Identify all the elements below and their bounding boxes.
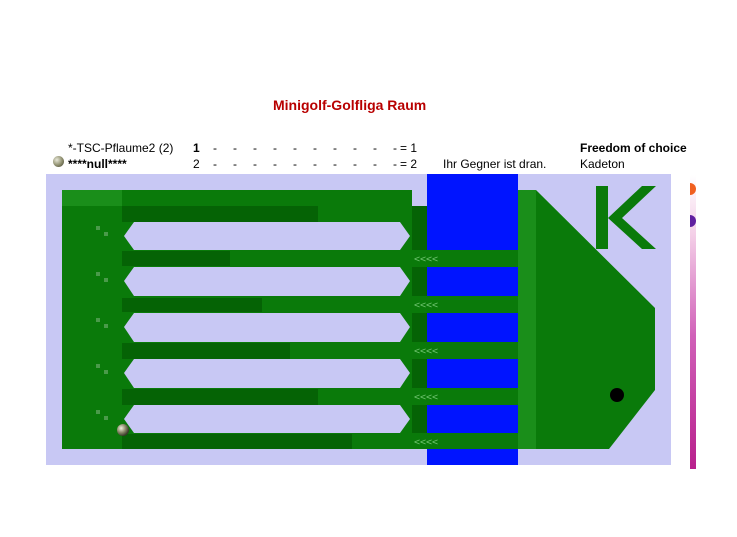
hole-score: -: [393, 157, 397, 171]
hole-score: -: [333, 157, 337, 171]
tee-marker: [104, 278, 108, 282]
side-strip: [690, 175, 696, 469]
hole-icon: [610, 388, 624, 402]
water-channel: [427, 174, 518, 465]
bridge-arrow: <<<<: [414, 254, 438, 265]
course-stripe: [122, 434, 352, 449]
tee-marker: [96, 272, 100, 276]
hole-score: -: [373, 157, 377, 171]
lane-2: [124, 267, 410, 296]
tee-marker: [96, 318, 100, 322]
hole-score: -: [373, 141, 377, 155]
tee-marker: [96, 364, 100, 368]
player-total: = 2: [400, 157, 418, 171]
bridge-arrow: <<<<: [414, 346, 438, 357]
side-strip-marker: [690, 183, 696, 195]
hole-score: -: [213, 157, 217, 171]
bridge-arrow: <<<<: [414, 300, 438, 311]
hole-score: -: [393, 141, 397, 155]
tee-marker: [96, 226, 100, 230]
course-green-right-strip: [518, 190, 536, 449]
lane-4: [124, 359, 410, 388]
bridge-arrows: <<<< <<<< <<<< <<<< <<<<: [414, 254, 438, 448]
bridge: [412, 433, 536, 449]
course-green-bank: [412, 206, 428, 449]
course-green-right: [518, 190, 655, 449]
course-stripe: [122, 206, 318, 222]
score-row-player-1: *-TSC-Pflaume2 (2) 1 - - - - - - - - - -…: [0, 140, 737, 156]
bridge: [412, 250, 536, 267]
player-name: *-TSC-Pflaume2 (2): [68, 141, 174, 155]
hole-score: -: [213, 141, 217, 155]
player-ball-icon: [53, 156, 64, 167]
lane-3: [124, 313, 410, 342]
course-stripe: [122, 251, 230, 266]
hole-score: -: [233, 141, 237, 155]
bridge: [412, 388, 536, 405]
hole-score: -: [293, 157, 297, 171]
room-title: Minigolf-Golfliga Raum: [273, 97, 427, 113]
player-total: = 1: [400, 141, 418, 155]
course-stripe: [122, 343, 290, 359]
tee-marker: [96, 410, 100, 414]
lane-1: [124, 222, 410, 250]
course-green-tee: [62, 190, 122, 206]
tee-marker: [104, 232, 108, 236]
tee-marker: [104, 370, 108, 374]
side-strip-marker: [690, 215, 696, 227]
bridge-arrow: <<<<: [414, 437, 438, 448]
lane-5: [124, 405, 410, 433]
hole-score: -: [353, 157, 357, 171]
hole-score: -: [353, 141, 357, 155]
player-info: Kadeton: [580, 157, 625, 171]
hole-score: -: [313, 141, 317, 155]
hole-score: -: [273, 157, 277, 171]
scoreboard: *-TSC-Pflaume2 (2) 1 - - - - - - - - - -…: [0, 140, 737, 174]
course-stripe: [122, 298, 262, 312]
hole-score: -: [313, 157, 317, 171]
player-name: ****null****: [68, 157, 127, 171]
player-rank: 2: [193, 157, 200, 171]
score-row-player-2: ****null**** 2 - - - - - - - - - - = 2 I…: [0, 156, 737, 172]
bridge-arrow: <<<<: [414, 392, 438, 403]
player-info: Freedom of choice: [580, 141, 687, 155]
course-stripe: [122, 389, 318, 405]
status-text: Ihr Gegner ist dran.: [443, 157, 547, 171]
hole-score: -: [253, 157, 257, 171]
hole-score: -: [273, 141, 277, 155]
hole-score: -: [333, 141, 337, 155]
hole-score: -: [293, 141, 297, 155]
tee-marker: [104, 324, 108, 328]
player-rank: 1: [193, 141, 200, 155]
golf-ball-icon[interactable]: [117, 424, 129, 436]
hole-score: -: [253, 141, 257, 155]
bridge: [412, 296, 536, 313]
k-logo-icon: [596, 186, 656, 249]
hole-score: -: [233, 157, 237, 171]
bridge: [412, 342, 536, 359]
tee-marker: [104, 416, 108, 420]
tee-markers: [96, 226, 108, 420]
